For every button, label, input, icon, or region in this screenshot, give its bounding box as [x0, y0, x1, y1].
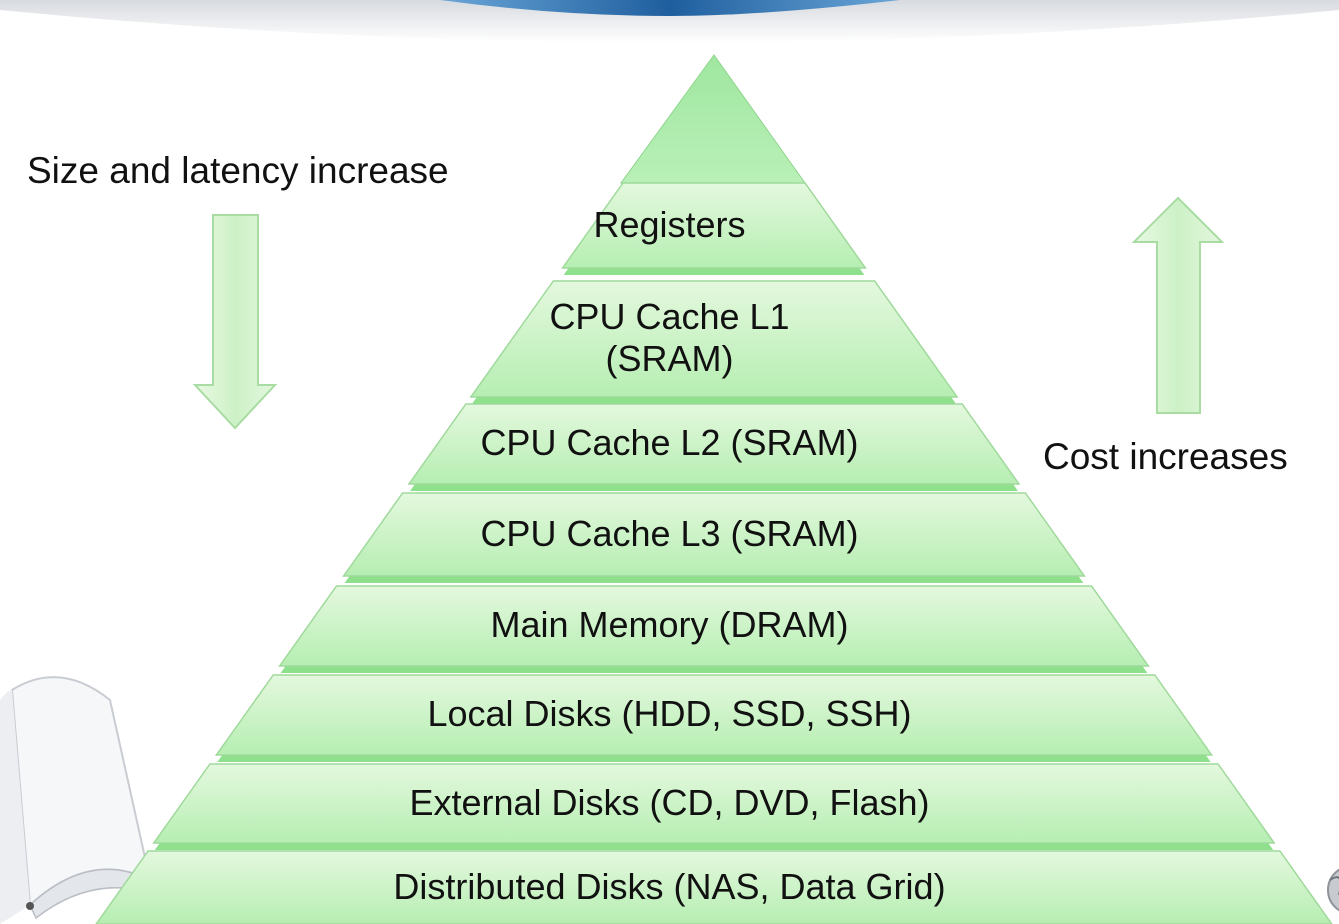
pyramid-tier [407, 403, 1021, 485]
pyramid-tier [561, 182, 867, 269]
tier-label: (SRAM) [605, 338, 734, 379]
tier-separator [410, 484, 1018, 491]
header-swoosh [0, 0, 1339, 43]
pyramid-tier [95, 850, 1333, 924]
cost-label: Cost increases [1043, 436, 1288, 477]
tier-label: Distributed Disks (NAS, Data Grid) [393, 865, 946, 907]
tier-separator [563, 268, 865, 275]
globe-icon [1327, 868, 1339, 912]
arrow-up-icon [1131, 196, 1225, 414]
tier-separator [280, 666, 1148, 673]
tier-label: Local Disks (HDD, SSD, SSH) [427, 693, 912, 734]
book-icon [0, 676, 162, 924]
pyramid-tier [342, 492, 1086, 577]
size-latency-label: Size and latency increase [27, 150, 449, 191]
pyramid-tier [469, 280, 959, 398]
tier-label: CPU Cache L3 (SRAM) [480, 512, 859, 554]
tier-label: CPU Cache L1 [549, 296, 790, 337]
pyramid-tiers [95, 182, 1333, 924]
pyramid-tier [152, 763, 1276, 844]
arrow-down-icon [192, 214, 278, 430]
tier-separator [154, 843, 1274, 850]
tier-label: Registers [593, 203, 746, 245]
tier-separator [217, 755, 1211, 762]
pyramid-apex [620, 54, 806, 184]
tier-label: External Disks (CD, DVD, Flash) [409, 781, 930, 823]
pyramid-tier [278, 585, 1150, 667]
pyramid-tier [214, 674, 1214, 756]
tier-label: Main Memory (DRAM) [490, 604, 849, 645]
tier-separator [344, 576, 1084, 583]
tier-separator [471, 397, 957, 404]
tier-label: CPU Cache L2 (SRAM) [480, 422, 859, 463]
